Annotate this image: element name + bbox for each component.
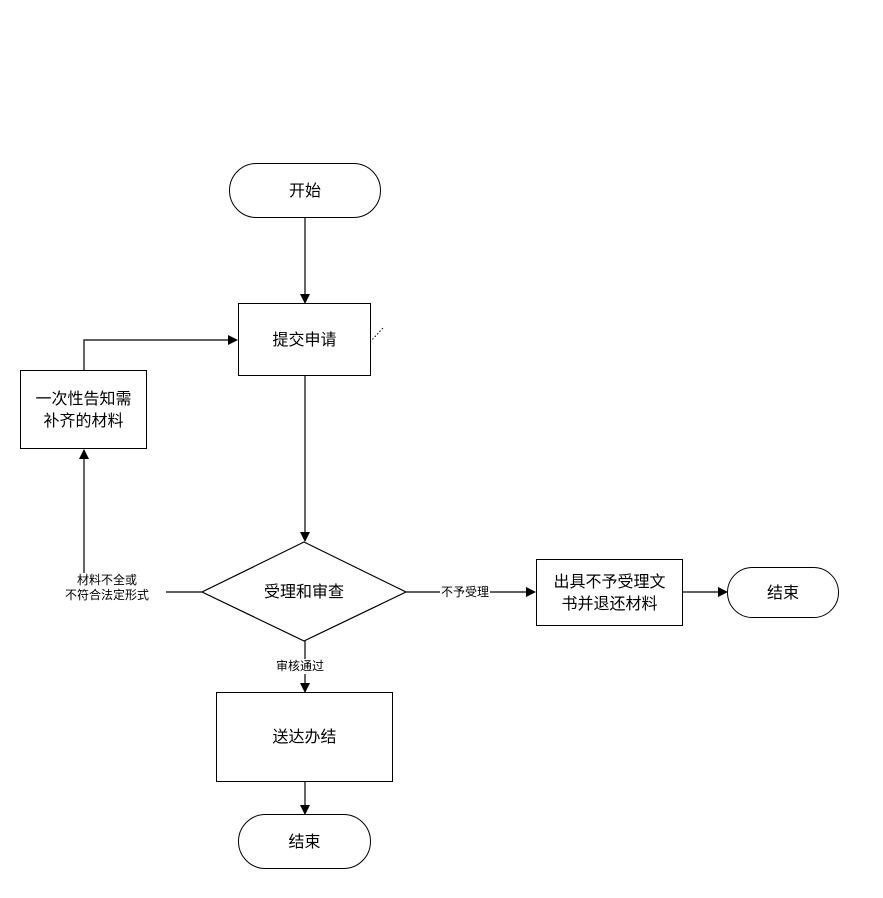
end-right-terminal: 结束 — [727, 567, 839, 618]
approved-label: 审核通过 — [275, 659, 326, 674]
end-right-label: 结束 — [766, 582, 799, 602]
end-bottom-label: 结束 — [288, 831, 321, 851]
start-label: 开始 — [288, 180, 321, 200]
not-accepted-label: 不予受理 — [440, 585, 491, 600]
deliver-label: 送达办结 — [272, 727, 337, 746]
reject-label-line1: 出具不予受理文 — [553, 571, 666, 591]
incomplete-line2: 不符合法定形式 — [64, 588, 149, 602]
incomplete-line1: 材料不全或 — [76, 573, 137, 587]
end-bottom-terminal: 结束 — [238, 814, 371, 869]
arrow-notify-to-submit — [83, 335, 238, 370]
notify-label-line1: 一次性告知需 — [35, 388, 132, 408]
deliver-box: 送达办结 — [216, 692, 393, 782]
reject-label-line2: 书并退还材料 — [561, 593, 658, 613]
review-label: 受理和审查 — [263, 581, 344, 601]
submit-application-box: 提交申请 — [238, 303, 371, 376]
notify-materials-box: 一次性告知需 补齐的材料 — [20, 370, 147, 449]
reject-box: 出具不予受理文 书并退还材料 — [536, 559, 683, 626]
notify-label-line2: 补齐的材料 — [43, 410, 124, 430]
review-diamond — [200, 541, 408, 642]
start-terminal: 开始 — [229, 163, 381, 218]
approved-text: 审核通过 — [276, 659, 325, 673]
not-accepted-text: 不予受理 — [441, 585, 490, 599]
annotation-dotted-mark — [369, 327, 384, 343]
review-label-container: 受理和审查 — [202, 542, 406, 641]
arrow-review-to-notify — [79, 449, 202, 593]
submit-label: 提交申请 — [272, 329, 337, 349]
incomplete-materials-label: 材料不全或 不符合法定形式 — [48, 573, 166, 603]
